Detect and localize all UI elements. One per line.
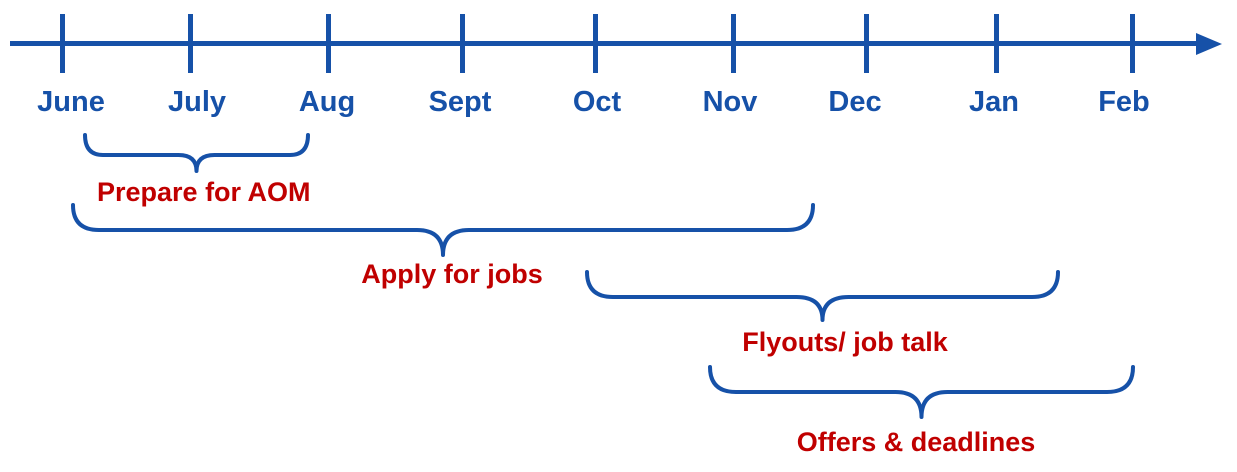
- tick-feb: [1130, 14, 1135, 73]
- tick-sept: [460, 14, 465, 73]
- month-label-july: July: [167, 86, 227, 118]
- month-label-aug: Aug: [298, 86, 356, 118]
- tick-dec: [864, 14, 869, 73]
- tick-july: [188, 14, 193, 73]
- month-label-sept: Sept: [428, 86, 492, 118]
- phase-label-prepare-for-aom: Prepare for AOM: [97, 177, 311, 207]
- tick-june: [60, 14, 65, 73]
- tick-nov: [731, 14, 736, 73]
- brace-prepare-for-aom: [83, 133, 310, 173]
- brace-offers-deadlines: [708, 365, 1135, 419]
- month-label-nov: Nov: [702, 86, 758, 118]
- brace-apply-for-jobs: [71, 203, 815, 257]
- month-label-dec: Dec: [828, 86, 882, 118]
- phase-label-offers-deadlines: Offers & deadlines: [796, 427, 1036, 457]
- arrow-right-icon: [1196, 33, 1222, 55]
- month-label-oct: Oct: [572, 86, 622, 118]
- timeline-axis-line: [10, 41, 1202, 46]
- tick-aug: [326, 14, 331, 73]
- phase-label-apply-for-jobs: Apply for jobs: [361, 259, 543, 289]
- tick-oct: [593, 14, 598, 73]
- month-label-jan: Jan: [969, 86, 1019, 118]
- month-label-june: June: [37, 86, 105, 118]
- phase-label-flyouts-job-talk: Flyouts/ job talk: [742, 327, 948, 357]
- brace-flyouts-job-talk: [585, 270, 1060, 322]
- month-label-feb: Feb: [1098, 86, 1150, 118]
- tick-jan: [994, 14, 999, 73]
